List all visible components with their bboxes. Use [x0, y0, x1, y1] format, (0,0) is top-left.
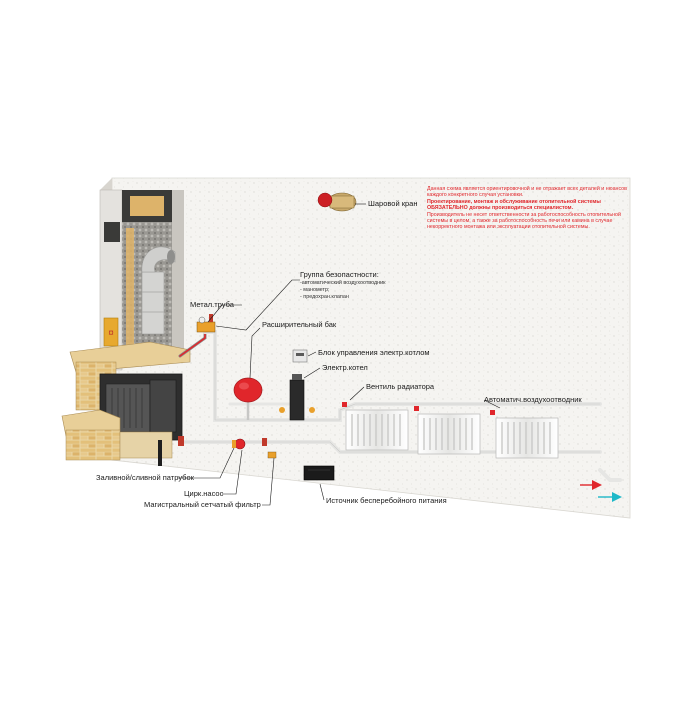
ball-valve-label: Шаровой кран — [368, 199, 418, 208]
safety-item-air-vent: -автоматический воздухоотводник — [300, 280, 386, 286]
flue-pipe — [141, 246, 176, 335]
safety-item-manometer: - манометр; — [300, 287, 330, 293]
main-filter-label: Магистральный сетчатый фильтр — [144, 500, 261, 509]
pump-and-filter — [178, 436, 277, 459]
disclaimer-note: Данная схема является ориентировочной и … — [427, 186, 633, 231]
metal-pipe-label: Метал.труба — [190, 300, 234, 309]
ups-box — [303, 465, 335, 481]
svg-text:¤: ¤ — [108, 328, 114, 339]
expansion-tank-label: Расширительный бак — [262, 320, 337, 329]
boiler-control-unit — [292, 349, 308, 363]
fill-drain-label: Заливной/сливной патрубок — [96, 473, 194, 482]
ups-label: Источник бесперебойного питания — [326, 496, 447, 505]
flow-arrows — [580, 480, 622, 502]
air-vent-label: Автоматич.воздухоотводник — [484, 395, 582, 404]
disclaimer-p2: Проектирование, монтаж и обслуживание от… — [427, 199, 633, 212]
radiator-valve-label: Вентиль радиатора — [366, 382, 435, 391]
control-unit-label: Блок управления электр.котлом — [318, 348, 430, 357]
leader-lines — [178, 203, 501, 506]
safety-group-label: Группа безопастности: — [300, 270, 379, 279]
safety-group-items: -автоматический воздухоотводник - маноме… — [300, 280, 385, 301]
disclaimer-p3: Производитель не несет ответственности з… — [427, 211, 621, 231]
circ-pump-label: Цирк.насос — [184, 489, 224, 498]
ball-valve-illustration — [317, 192, 357, 212]
disclaimer-p1: Данная схема является ориентировочной и … — [427, 186, 627, 199]
radiator-1 — [342, 402, 409, 451]
disclaimer-p2-bold: Проектирование, монтаж и обслуживание от… — [427, 198, 601, 212]
expansion-tank — [233, 377, 263, 420]
electric-boiler — [279, 374, 315, 421]
safety-item-relief-valve: - предохран.клапан — [300, 294, 349, 300]
electric-boiler-label: Электр.котел — [322, 363, 368, 372]
radiator-2 — [414, 406, 481, 455]
fireplace — [61, 341, 191, 466]
radiator-3 — [490, 410, 559, 459]
